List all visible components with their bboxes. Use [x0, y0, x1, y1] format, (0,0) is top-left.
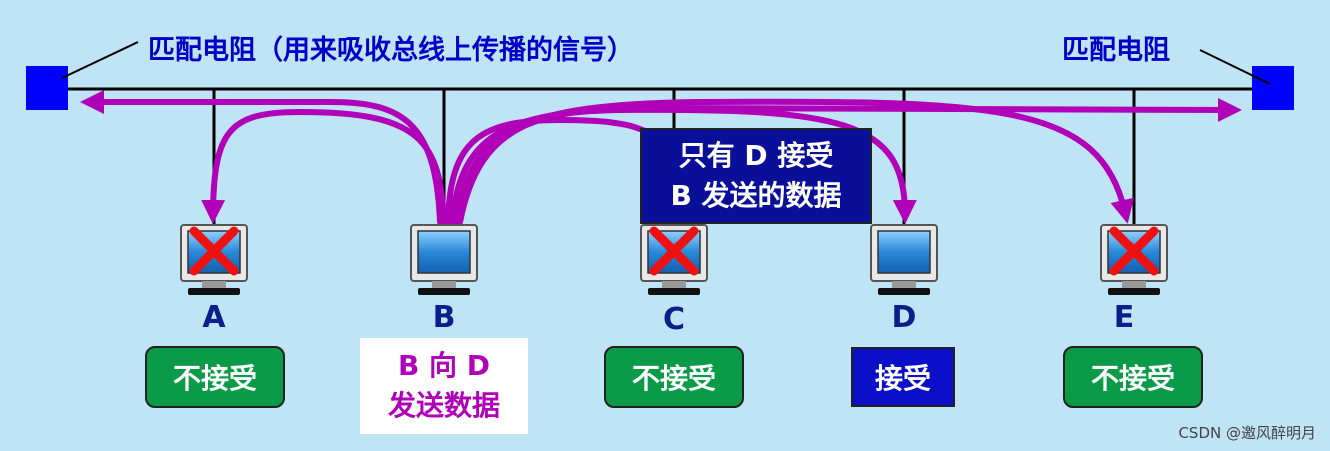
- signal-paths: [80, 90, 1242, 225]
- status-badge-e: 不接受: [1063, 346, 1203, 408]
- station-letter-c: C: [662, 302, 686, 337]
- sender-note-line2: 发送数据: [387, 389, 500, 422]
- leader-line-left: [61, 41, 139, 79]
- computer-icon-e: [1100, 224, 1168, 295]
- station-letter-b: B: [432, 300, 456, 335]
- status-badge-d: 接受: [851, 347, 955, 407]
- signal-to-left-end: [80, 90, 443, 225]
- watermark: CSDN @邀风醉明月: [1178, 424, 1316, 442]
- terminator-right: [1252, 66, 1294, 110]
- station-letter-a: A: [202, 300, 226, 335]
- computer-icon-b: [410, 224, 478, 295]
- reject-cross-icon-e: [1109, 226, 1159, 276]
- station-letter-d: D: [891, 300, 917, 335]
- signal-to-c: [445, 116, 675, 225]
- computer-icon-d: [870, 224, 938, 295]
- receiver-note-line2: B 发送的数据: [670, 179, 842, 212]
- status-badge-a: 不接受: [145, 346, 285, 408]
- reject-cross-icon-a: [189, 226, 239, 276]
- signal-to-a: [201, 108, 447, 225]
- terminator-label-right: 匹配电阻: [1062, 35, 1170, 66]
- sender-note-line1: B 向 D: [397, 349, 491, 382]
- receiver-note-line1: 只有 D 接受: [678, 139, 834, 172]
- signal-to-right-end: [457, 97, 1242, 225]
- leader-line-right: [1199, 49, 1271, 85]
- computer-icon-a: [180, 224, 248, 295]
- signal-to-e: [453, 98, 1134, 225]
- computer-icon-c: [640, 224, 708, 295]
- terminator-label-left: 匹配电阻（用来吸收总线上传播的信号）: [148, 35, 634, 66]
- sender-note: B 向 D 发送数据: [360, 338, 528, 434]
- reject-cross-icon-c: [649, 226, 699, 276]
- status-badge-c: 不接受: [604, 346, 744, 408]
- station-letter-e: E: [1113, 300, 1135, 335]
- terminator-left: [26, 66, 68, 110]
- receiver-note: 只有 D 接受 B 发送的数据: [640, 128, 872, 224]
